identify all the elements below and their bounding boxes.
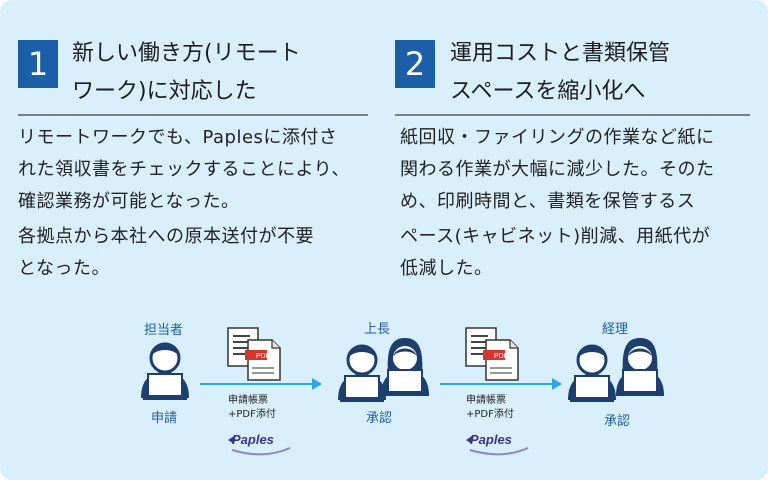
step1-role-label: 担当者	[144, 323, 184, 338]
right-body-line-1: 紙回収・ファイリングの作業など紙に	[400, 127, 715, 148]
pdf-label: PDF	[256, 353, 270, 360]
right-arrow-icon	[440, 378, 562, 390]
paples-logo-text: Paples	[232, 432, 274, 447]
transfer-label-line-1: 申請帳票	[228, 395, 268, 406]
left-body-line-3: 確認業務が可能となった。	[18, 191, 240, 212]
left-title-line-1: 新しい働き方(リモート	[72, 41, 301, 66]
person-at-laptop-icon	[336, 344, 388, 403]
right-divider	[395, 114, 750, 116]
right-title-line-1: 運用コストと書類保管	[450, 41, 671, 66]
paples-logo: Paples	[228, 432, 291, 456]
transfer-label-line-2: +PDF添付	[466, 409, 514, 420]
person-at-laptop-icon	[381, 338, 429, 397]
pdf-document-icon: PDF	[465, 327, 519, 381]
step2-action-label: 承認	[366, 411, 393, 426]
left-title-line-2: ワーク)に対応した	[72, 79, 257, 104]
person-at-laptop-icon	[566, 344, 618, 403]
paples-logo: Paples	[466, 432, 529, 456]
right-body-line-5: 低減した。	[400, 258, 493, 279]
step2-role-label: 上長	[364, 322, 391, 337]
transfer-label-line-2: +PDF添付	[228, 409, 276, 420]
right-number-badge: 2	[395, 40, 435, 88]
left-body-line-1: リモートワークでも、Paplesに添付さ	[18, 127, 338, 148]
right-body-line-4: ペース(キャビネット)削減、用紙代が	[400, 226, 711, 247]
left-body-line-4: 各拠点から本社への原本送付が不要	[18, 226, 314, 247]
step1-action-label: 申請	[151, 411, 178, 426]
right-body-line-3: め、印刷時間と、書類を保管するス	[400, 191, 696, 212]
left-divider	[18, 114, 368, 116]
right-arrow-icon	[200, 378, 322, 390]
person-at-laptop-icon	[139, 342, 191, 401]
left-body-line-2: れた領収書をチェックすることにより、	[18, 159, 350, 180]
right-title-line-2: スペースを縮小化へ	[450, 79, 646, 104]
pdf-document-icon: PDF	[227, 327, 281, 381]
paples-logo-text: Paples	[470, 432, 512, 447]
pdf-label: PDF	[494, 353, 508, 360]
right-body-line-2: 関わる作業が大幅に減少した。そのた	[400, 159, 715, 180]
transfer-label-line-1: 申請帳票	[466, 395, 506, 406]
person-at-laptop-icon	[616, 338, 664, 397]
step3-action-label: 承認	[604, 414, 631, 429]
left-number-badge: 1	[18, 40, 58, 88]
left-body-line-5: となった。	[18, 258, 110, 279]
step3-role-label: 経理	[602, 322, 629, 337]
